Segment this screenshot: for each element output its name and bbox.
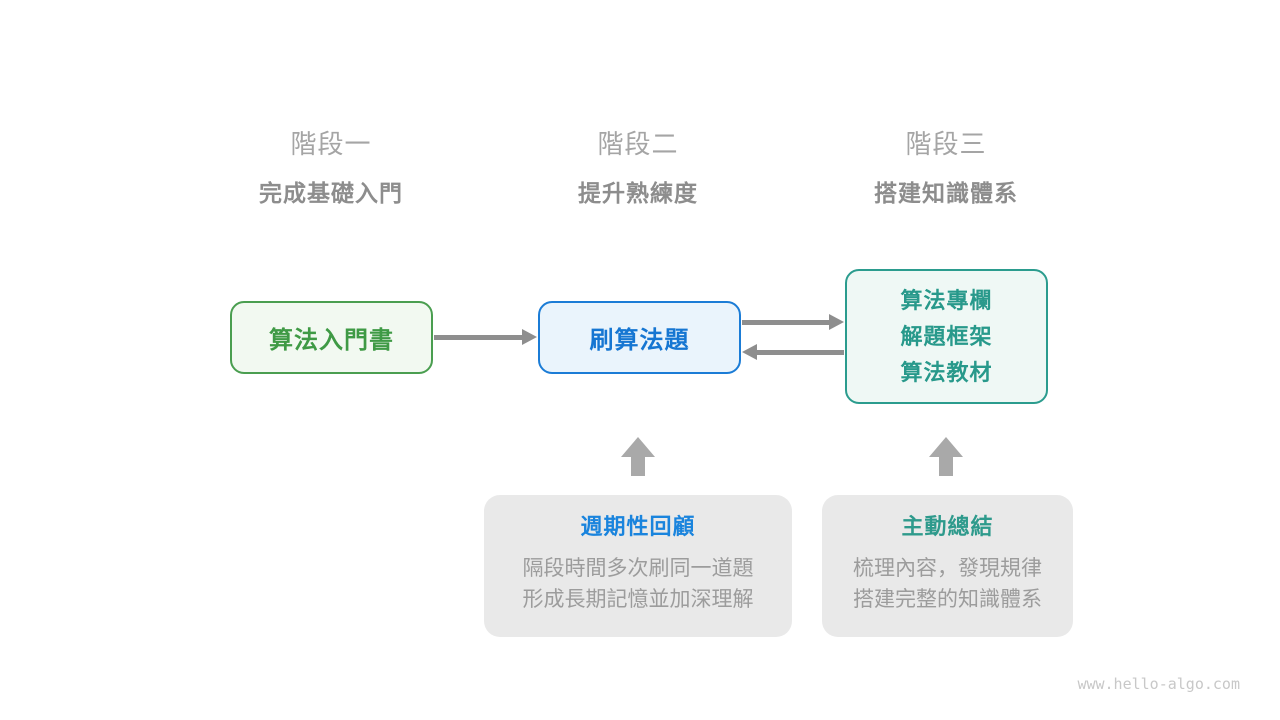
callout-periodic-review-title: 週期性回顧 xyxy=(580,514,696,539)
node-practice-problems: 刷算法題 xyxy=(538,301,741,374)
arrow-up-icon xyxy=(929,437,963,476)
stage-2-header: 階段二 提升熟練度 xyxy=(488,128,788,208)
arrow-shaft xyxy=(754,350,844,355)
stage-1-label: 階段一 xyxy=(290,129,372,159)
node-advanced-resources: 算法專欄 解題框架 算法教材 xyxy=(845,269,1048,404)
node-beginner-book: 算法入門書 xyxy=(230,301,433,374)
arrow-head xyxy=(621,437,655,457)
node-advanced-resources-line-2: 解題框架 xyxy=(900,323,993,349)
callout-periodic-review: 週期性回顧 隔段時間多次刷同一道題 形成長期記憶並加深理解 xyxy=(484,495,792,637)
callout-body-line-1: 梳理內容，發現規律 xyxy=(853,557,1042,580)
watermark: www.hello-algo.com xyxy=(1077,675,1240,693)
arrow-right-icon xyxy=(434,329,537,346)
stage-3-header: 階段三 搭建知識體系 xyxy=(796,128,1096,208)
callout-periodic-review-body: 隔段時間多次刷同一道題 形成長期記憶並加深理解 xyxy=(484,553,792,615)
node-advanced-resources-line-1: 算法專欄 xyxy=(900,287,993,313)
callout-active-summary-title: 主動總結 xyxy=(901,514,994,539)
arrow-left-icon xyxy=(742,344,844,361)
arrow-up-icon xyxy=(621,437,655,476)
callout-body-line-1: 隔段時間多次刷同一道題 xyxy=(522,557,754,580)
arrow-shaft xyxy=(939,457,953,476)
arrow-shaft xyxy=(631,457,645,476)
arrow-head xyxy=(522,329,537,345)
arrow-shaft xyxy=(434,335,525,340)
stage-1-subtitle: 完成基礎入門 xyxy=(259,180,403,206)
node-practice-problems-label: 刷算法題 xyxy=(589,327,690,354)
callout-body-line-2: 搭建完整的知識體系 xyxy=(853,588,1042,611)
stage-3-subtitle: 搭建知識體系 xyxy=(874,180,1018,206)
callout-active-summary: 主動總結 梳理內容，發現規律 搭建完整的知識體系 xyxy=(822,495,1073,637)
stage-2-label: 階段二 xyxy=(597,129,679,159)
arrow-head xyxy=(742,344,757,360)
stage-2-subtitle: 提升熟練度 xyxy=(578,180,698,206)
node-beginner-book-label: 算法入門書 xyxy=(269,327,394,354)
arrow-head xyxy=(829,314,844,330)
callout-active-summary-body: 梳理內容，發現規律 搭建完整的知識體系 xyxy=(822,553,1073,615)
callout-body-line-2: 形成長期記憶並加深理解 xyxy=(522,588,754,611)
arrow-right-icon xyxy=(742,314,844,331)
arrow-shaft xyxy=(742,320,832,325)
stage-1-header: 階段一 完成基礎入門 xyxy=(181,128,481,208)
stage-3-label: 階段三 xyxy=(905,129,987,159)
arrow-head xyxy=(929,437,963,457)
node-advanced-resources-line-3: 算法教材 xyxy=(900,359,993,385)
